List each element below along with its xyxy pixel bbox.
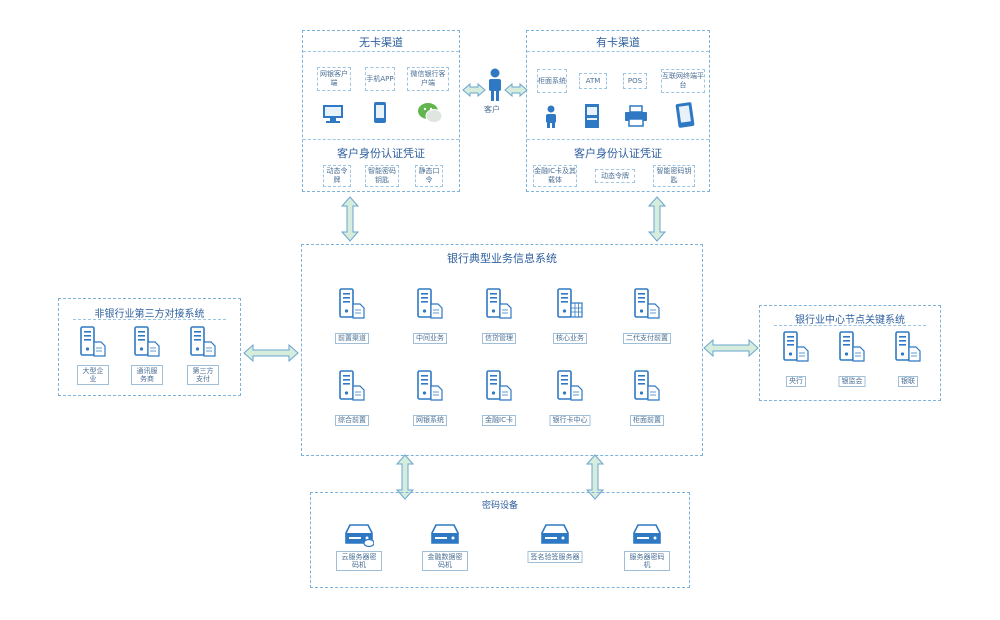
system-label-10: 柜面前置 bbox=[630, 415, 664, 426]
server-icon bbox=[134, 326, 160, 357]
bank-core-systems-title: 银行典型业务信息系统 bbox=[447, 252, 557, 265]
no-card-channel-title: 无卡渠道 bbox=[359, 36, 403, 49]
third-party-label-1: 大型企业 bbox=[77, 365, 109, 385]
server-icon bbox=[417, 370, 443, 401]
vertical-double-arrow-icon bbox=[340, 196, 360, 242]
server-icon bbox=[339, 370, 365, 401]
no-card-channel-panel: 无卡渠道 网银客户端 手机APP 微信银行客户端 客户身份认证凭证 动态令牌 智… bbox=[302, 30, 460, 192]
central-node-systems-title: 银行业中心节点关键系统 bbox=[795, 315, 905, 326]
channel-online-banking-client: 网银客户端 bbox=[317, 67, 351, 91]
credential-smart-key: 智能密码钥匙 bbox=[365, 165, 399, 187]
horizontal-double-arrow-icon bbox=[703, 338, 759, 358]
vertical-double-arrow-icon bbox=[585, 454, 605, 500]
system-label-6: 综合前置 bbox=[335, 415, 369, 426]
cloud-crypto-device-icon bbox=[345, 524, 374, 547]
wechat-icon bbox=[418, 103, 443, 123]
third-party-systems-panel: 非银行业第三方对接系统 大型企业 通讯服务商 第三方支付 bbox=[58, 298, 241, 396]
double-arrow-icon bbox=[462, 82, 486, 98]
central-node-label-3: 银联 bbox=[898, 376, 918, 387]
credential-smart-key: 智能密码钥匙 bbox=[653, 165, 695, 187]
divider bbox=[527, 139, 709, 140]
crypto-device-label-1: 云服务器密码机 bbox=[336, 551, 382, 571]
double-arrow-icon bbox=[504, 82, 528, 98]
channel-internet-terminal: 互联网终端平台 bbox=[661, 69, 705, 93]
crypto-devices-panel: 密码设备 云服务器密码机 金融数据密码机 签名验签服务器 服务器密码机 bbox=[310, 492, 690, 588]
divider bbox=[73, 319, 226, 320]
crypto-devices-title: 密码设备 bbox=[481, 501, 518, 511]
crypto-device-icon bbox=[431, 524, 459, 544]
central-node-label-2: 银监会 bbox=[838, 376, 866, 387]
server-icon bbox=[486, 288, 512, 319]
central-node-systems-panel: 银行业中心节点关键系统 央行 银监会 银联 bbox=[759, 305, 941, 401]
card-credential-title: 客户身份认证凭证 bbox=[574, 147, 662, 160]
crypto-device-label-2: 金融数据密码机 bbox=[422, 551, 468, 571]
server-icon bbox=[895, 331, 921, 362]
system-label-3: 信贷管理 bbox=[482, 333, 516, 344]
system-label-1: 前置渠道 bbox=[335, 333, 369, 344]
horizontal-double-arrow-icon bbox=[243, 343, 299, 363]
system-label-4: 核心业务 bbox=[553, 333, 587, 344]
vertical-double-arrow-icon bbox=[647, 196, 667, 242]
system-label-9: 银行卡中心 bbox=[549, 415, 591, 426]
credential-dynamic-token: 动态令牌 bbox=[595, 169, 635, 183]
divider bbox=[774, 325, 926, 326]
credential-static-password: 静态口令 bbox=[415, 165, 443, 187]
server-icon bbox=[634, 288, 660, 319]
desktop-computer-icon bbox=[323, 105, 343, 123]
crypto-device-label-4: 服务器密码机 bbox=[624, 551, 670, 571]
crypto-device-label-3: 签名验签服务器 bbox=[527, 551, 583, 563]
channel-counter-system: 柜面系统 bbox=[537, 69, 567, 93]
central-node-label-1: 央行 bbox=[786, 376, 806, 387]
third-party-label-2: 通讯服务商 bbox=[131, 365, 163, 385]
divider bbox=[527, 51, 709, 52]
customer-person-icon bbox=[489, 68, 501, 101]
server-icon bbox=[634, 370, 660, 401]
crypto-device-icon bbox=[541, 524, 569, 544]
server-icon bbox=[80, 326, 106, 357]
vertical-double-arrow-icon bbox=[395, 454, 415, 500]
channel-mobile-app: 手机APP bbox=[365, 67, 395, 91]
credential-ic-card: 金融IC卡及其载体 bbox=[533, 165, 577, 187]
bank-core-systems-panel: 银行典型业务信息系统 前置渠道 中间业务 信贷管理 核心业务 二代支付前置综合前置 网银系… bbox=[301, 244, 703, 456]
third-party-label-3: 第三方支付 bbox=[187, 365, 219, 385]
mobile-phone-icon bbox=[374, 102, 386, 123]
no-card-credential-title: 客户身份认证凭证 bbox=[337, 147, 425, 160]
system-label-8: 金融IC卡 bbox=[482, 415, 516, 426]
channel-pos: POS bbox=[623, 73, 647, 89]
pos-printer-icon bbox=[625, 105, 647, 127]
divider bbox=[303, 139, 459, 140]
server-icon bbox=[557, 370, 583, 401]
teller-person-icon bbox=[546, 105, 556, 128]
divider bbox=[303, 51, 459, 52]
channel-wechat-banking: 微信银行客户端 bbox=[407, 67, 449, 91]
card-channel-panel: 有卡渠道 柜面系统 ATM POS 互联网终端平台 客户身份认证凭证 金融IC卡… bbox=[526, 30, 710, 192]
server-icon bbox=[557, 288, 583, 318]
card-channel-title: 有卡渠道 bbox=[596, 36, 640, 49]
server-icon bbox=[486, 370, 512, 401]
server-icon bbox=[190, 326, 216, 357]
crypto-device-icon bbox=[633, 524, 661, 544]
system-label-2: 中间业务 bbox=[413, 333, 447, 344]
system-label-5: 二代支付前置 bbox=[623, 333, 671, 344]
credential-dynamic-token: 动态令牌 bbox=[323, 165, 351, 187]
third-party-systems-title: 非银行业第三方对接系统 bbox=[94, 309, 205, 320]
system-label-7: 网银系统 bbox=[413, 415, 447, 426]
server-icon bbox=[417, 288, 443, 319]
server-icon bbox=[339, 288, 365, 319]
customer-label: 客户 bbox=[484, 105, 500, 114]
server-icon bbox=[783, 331, 809, 362]
atm-machine-icon bbox=[585, 104, 599, 128]
server-icon bbox=[839, 331, 865, 362]
tablet-terminal-icon bbox=[675, 102, 695, 128]
channel-atm: ATM bbox=[579, 73, 607, 89]
